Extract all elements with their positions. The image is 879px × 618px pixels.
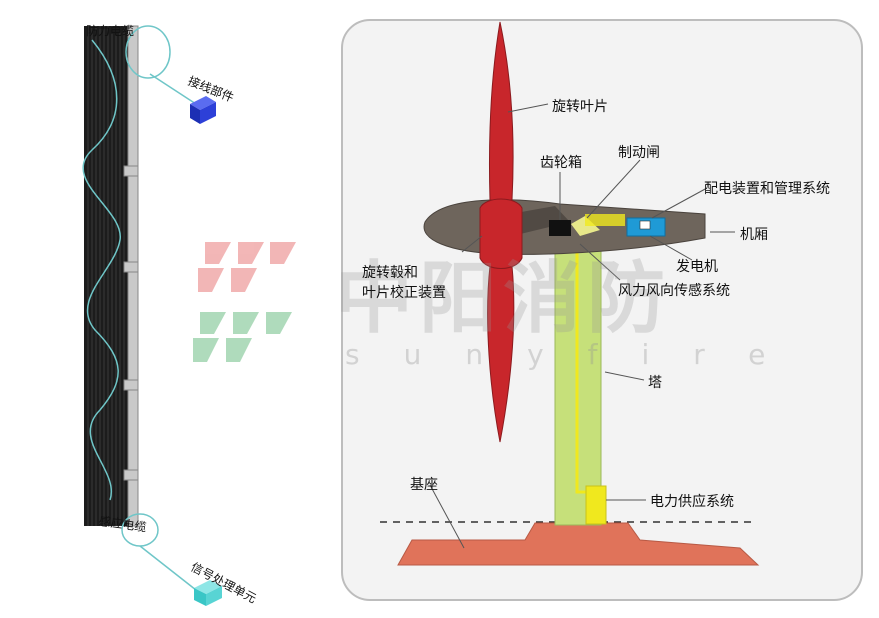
sensing-cable-path <box>82 39 121 501</box>
rotor <box>479 21 523 443</box>
label-gearbox: 齿轮箱 <box>540 155 582 171</box>
top-cable-loop <box>125 25 171 79</box>
hub <box>479 198 523 269</box>
watermark-logo <box>193 242 296 362</box>
connector-cable <box>149 73 197 105</box>
label-power-supply: 电力供应系统 <box>650 494 734 510</box>
gearbox <box>549 220 571 236</box>
support-rail <box>127 25 139 527</box>
watermark-english: sunyfire <box>345 338 810 371</box>
signal-cable <box>139 545 197 591</box>
label-power-management: 配电装置和管理系统 <box>704 181 830 197</box>
label-nacelle: 机厢 <box>740 227 768 243</box>
lower-blade <box>487 265 515 443</box>
connector-box <box>190 96 216 124</box>
base-foundation <box>397 522 760 566</box>
leader-lines <box>429 103 735 549</box>
label-wind-sensor: 风力风向传感系统 <box>618 283 730 299</box>
label-base: 基座 <box>410 477 438 493</box>
label-generator: 发电机 <box>676 259 718 275</box>
label-brake: 制动闸 <box>618 145 660 161</box>
label-top-cable: 防力电缆 <box>86 24 135 38</box>
signal-processing-unit-box <box>194 580 222 606</box>
linear-heat-detector-rack <box>82 25 222 606</box>
watermark-chinese: 中阳消防 <box>335 254 672 344</box>
turbine-panel <box>341 19 863 601</box>
power-supply-box <box>585 485 607 525</box>
label-tower: 塔 <box>648 375 662 391</box>
label-hub-line1: 旋转毂和 <box>362 265 418 281</box>
cable-bundle <box>84 26 130 526</box>
label-blades: 旋转叶片 <box>552 99 608 115</box>
label-hub-line2: 叶片校正装置 <box>362 285 446 301</box>
